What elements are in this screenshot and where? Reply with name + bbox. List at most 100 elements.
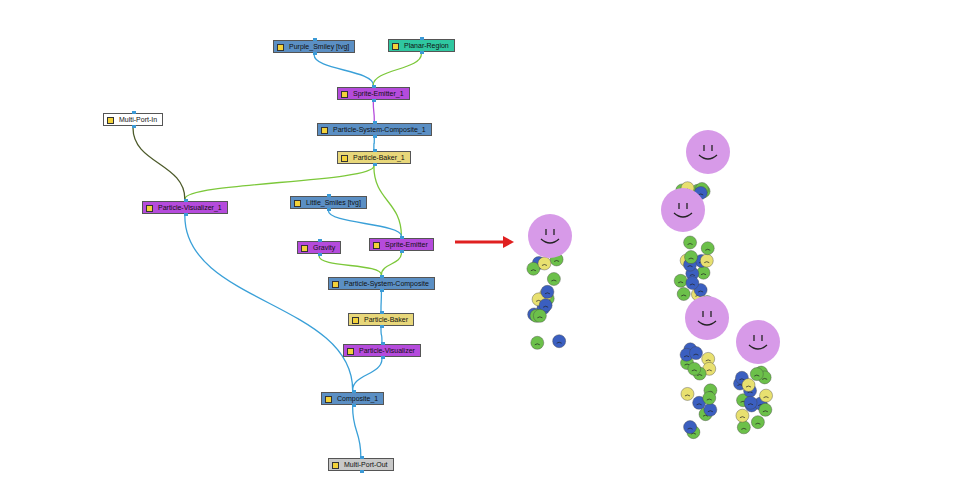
node-icon [392,43,399,50]
smiley [545,293,550,294]
node-port [313,52,317,55]
smiley [543,306,548,307]
node-box: Particle-Baker [348,313,414,326]
smiley [677,288,690,301]
node-box: Particle-System-Composite [328,277,435,290]
smiley [700,254,713,267]
node-label: Sprite-Emitter_1 [353,90,404,97]
node-label: Gravity [313,244,335,251]
smiley [737,421,750,434]
smiley [531,336,544,349]
node-icon [301,245,308,252]
node-port [327,194,331,197]
node-label: Particle-Visualizer_1 [158,204,222,211]
wire [380,292,382,311]
node-port [313,38,317,41]
smiley [702,311,703,317]
smiley [692,370,697,371]
wire [381,253,401,275]
smiley [751,416,764,429]
smiley [738,385,743,386]
preview-panel [487,112,877,464]
node-port [352,390,356,393]
smiley [533,309,546,322]
smiley [541,285,554,298]
smiley [551,280,556,281]
node-label: Particle-System-Composite [344,280,429,287]
node-icon [332,462,339,469]
node-box: Sprite-Emitter_1 [337,87,410,100]
wire [353,407,361,456]
smiley [754,375,759,376]
node-label: Particle-Baker [364,316,408,323]
wire [133,128,185,199]
node-icon [321,127,328,134]
smiley [697,375,702,376]
wire [328,211,401,236]
node-port [373,163,377,166]
node-label: Multi-Port-Out [344,461,388,468]
node-port [381,342,385,345]
smiley [759,403,772,416]
node-icon [332,281,339,288]
smiley [674,274,687,287]
node-box: Gravity [297,241,341,254]
smiley [688,266,693,267]
smiley [681,295,686,296]
smiley [685,251,698,264]
smiley [554,260,559,261]
smiley [707,399,712,400]
smiley [674,213,692,217]
wire [380,328,382,342]
node-box: Sprite-Emitter [369,238,434,251]
smiley [736,320,780,364]
node-icon [325,396,332,403]
node-port [400,236,404,239]
node-box: Planar-Region [388,39,455,52]
smiley [707,370,712,371]
node-box: Particle-Visualizer [343,344,421,357]
smiley [541,239,559,243]
node-icon [277,44,284,51]
node-label: Particle-Visualizer [359,347,415,354]
smiley [689,347,702,360]
node-icon [107,117,114,124]
node-port [380,289,384,292]
node-label: Little_Smiles [tvg] [306,199,361,206]
smiley [681,387,694,400]
smiley [748,392,753,393]
smiley [688,243,693,244]
wire [353,359,382,390]
smiley [746,386,751,387]
smiley [545,229,546,235]
smiley [698,321,716,325]
smiley [711,145,712,151]
node-box: Multi-Port-In [103,113,163,126]
node-box: Purple_Smiley [tvg] [273,40,355,53]
smiley [699,155,717,159]
smiley [685,364,690,365]
smiley [742,379,755,392]
wire [185,216,353,390]
smiley [693,354,698,355]
smiley [698,194,703,195]
node-icon [146,205,153,212]
smiley [760,389,773,402]
node-port [360,470,364,473]
node-label: Multi-Port-In [119,116,157,123]
smiley [740,417,745,418]
smiley [688,362,701,375]
red-arrow-head [503,236,514,248]
wire [373,102,374,121]
smiley [535,344,540,345]
wire [319,256,381,275]
smiley [531,270,536,271]
node-box: Particle-Visualizer_1 [142,201,228,214]
smiley [685,395,690,396]
smiley [708,411,713,412]
smiley [744,396,757,409]
red-arrow [455,241,505,244]
smiley [688,428,693,429]
